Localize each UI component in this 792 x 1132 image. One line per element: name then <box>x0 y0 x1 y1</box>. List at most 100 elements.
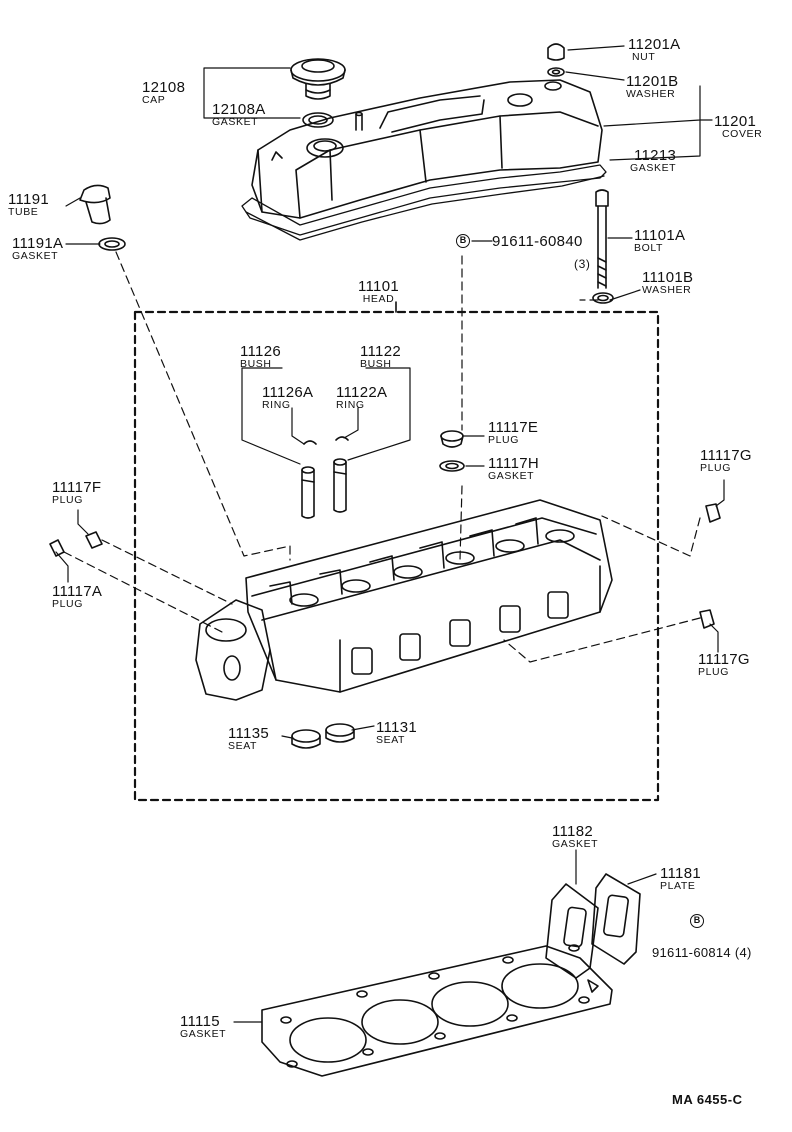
nut-part-number: 11201A <box>628 36 681 53</box>
plug-g-top-part-number: 11117G <box>700 447 752 464</box>
plug-g-top-label: 11117G PLUG <box>700 448 752 474</box>
bush-b-part-name: BUSH <box>360 358 392 370</box>
ring-a-part-number: 11126A <box>262 384 314 401</box>
tube-label: 11191 TUBE <box>8 192 49 218</box>
plug-a-part-number: 11117A <box>52 583 103 600</box>
bush-a-part-name: BUSH <box>240 358 272 370</box>
washer-bolt-label: 11101B WASHER <box>642 270 693 296</box>
head-gasket-part-name: GASKET <box>180 1028 227 1040</box>
seat-b-part-number: 11131 <box>376 719 417 736</box>
ring-a-label: 11126A RING <box>262 385 313 411</box>
cylinder-head-part <box>195 499 613 701</box>
gasket-h-part-name: GASKET <box>488 470 535 482</box>
cap-gasket-part-name: GASKET <box>212 116 259 128</box>
bush-a-part-number: 11126 <box>240 343 281 360</box>
gasket-h-part-number: 11117H <box>488 455 540 472</box>
plug-g-bottom-label: 11117G PLUG <box>698 652 750 678</box>
gasket-h-label: 11117H GASKET <box>488 456 539 482</box>
plate-label: 11181 PLATE <box>660 866 701 892</box>
manifold-plate-part <box>591 873 641 965</box>
head-assembly-boundary <box>133 310 660 802</box>
cap-gasket-part <box>302 112 334 128</box>
valve-cover-part <box>251 79 603 219</box>
gasket-cover-part-number: 11213 <box>634 147 677 164</box>
seat-b-label: 11131 SEAT <box>376 720 417 746</box>
tube-part-number: 11191 <box>8 191 49 208</box>
bolt-part-number: 11101A <box>634 227 686 244</box>
tube-gasket-part-number: 11191A <box>12 235 64 252</box>
plug-e-part-number: 11117E <box>488 419 539 436</box>
plug-e-label: 11117E PLUG <box>488 420 538 446</box>
cover-label: 11201 COVER <box>714 114 762 140</box>
head-bolt-part <box>592 189 614 304</box>
tube-gasket-part-name: GASKET <box>12 250 59 262</box>
washer-cover-part-name: WASHER <box>626 88 676 100</box>
seat-b-part-name: SEAT <box>376 734 406 746</box>
ring-b-label: 11122A RING <box>336 385 387 411</box>
plate-part-number: 11181 <box>660 865 701 882</box>
plug-e-part <box>439 430 465 472</box>
head-gasket-part-number: 11115 <box>180 1013 220 1030</box>
ring-b-part-number: 11122A <box>336 384 388 401</box>
bolt-part-name: BOLT <box>634 242 664 254</box>
plug-a-label: 11117A PLUG <box>52 584 102 610</box>
diagram-reference-code: MA 6455-C <box>672 1092 743 1107</box>
gasket-cover-label: 11213 GASKET <box>630 147 677 174</box>
plate-bolt-ref-number: 91611-60814 (4) <box>652 945 752 960</box>
cap-label: 12108 CAP <box>142 80 185 106</box>
plug-f-part-number: 11117F <box>52 479 102 496</box>
seat-a-label: 11135 SEAT <box>228 726 269 752</box>
washer-bolt-part-name: WASHER <box>642 284 692 296</box>
ring-b-part-name: RING <box>336 399 365 411</box>
head-gasket-part <box>261 944 613 1077</box>
cover-part-name: COVER <box>722 128 763 140</box>
cover-part-number: 11201 <box>714 113 757 130</box>
washer-cover-part-number: 11201B <box>626 73 679 90</box>
cover-nut-part <box>547 43 565 77</box>
bush-b-part-number: 11122 <box>360 343 401 360</box>
plate-bolt-marker-icon: B <box>690 914 704 928</box>
tube-part-name: TUBE <box>8 206 39 218</box>
bush-b-label: 11122 BUSH <box>360 344 401 370</box>
seat-a-part-number: 11135 <box>228 725 269 742</box>
valve-guide-bushes <box>301 436 349 519</box>
cap-part-number: 12108 <box>142 79 186 96</box>
plug-e-part-name: PLUG <box>488 434 519 446</box>
plug-g-bottom-part-name: PLUG <box>698 666 729 678</box>
bolt-ref-marker-icon: B <box>456 234 470 248</box>
plug-g-top-part-name: PLUG <box>700 462 731 474</box>
cap-gasket-part-number: 12108A <box>212 101 266 118</box>
washer-cover-label: 11201B WASHER <box>626 74 678 100</box>
cap-gasket-label: 12108A GASKET <box>212 102 266 128</box>
side-plugs <box>49 503 721 629</box>
bolt-quantity: (3) <box>574 257 591 271</box>
washer-bolt-part-number: 11101B <box>642 269 694 286</box>
manifold-gasket-part <box>545 883 599 979</box>
bolt-ref-number: 91611-60840 <box>492 233 583 250</box>
plug-f-part-name: PLUG <box>52 494 83 506</box>
tube-gasket-label: 11191A GASKET <box>12 236 63 262</box>
head-label: 11101 HEAD <box>358 279 399 305</box>
gasket-plate-part-number: 11182 <box>552 823 593 840</box>
nut-part-name: NUT <box>632 51 656 63</box>
nut-label: 11201A NUT <box>628 37 680 63</box>
reference-lines <box>63 251 701 663</box>
valve-seats <box>291 723 355 749</box>
tube-part <box>79 184 126 251</box>
cap-part-name: CAP <box>142 94 166 106</box>
gasket-cover-part-name: GASKET <box>630 162 677 174</box>
head-part-number: 11101 <box>358 278 399 295</box>
plate-part-name: PLATE <box>660 880 696 892</box>
bolt-label: 11101A BOLT <box>634 228 685 254</box>
head-part-name: HEAD <box>362 293 395 305</box>
ring-a-part-name: RING <box>262 399 291 411</box>
bush-a-label: 11126 BUSH <box>240 344 281 370</box>
seat-a-part-name: SEAT <box>228 740 258 752</box>
plug-g-bottom-part-number: 11117G <box>698 651 750 668</box>
head-gasket-label: 11115 GASKET <box>180 1014 226 1040</box>
cover-gasket-part <box>241 164 607 241</box>
oil-cap-part <box>290 58 346 100</box>
gasket-plate-label: 11182 GASKET <box>552 824 598 850</box>
leader-lines <box>55 45 725 1023</box>
